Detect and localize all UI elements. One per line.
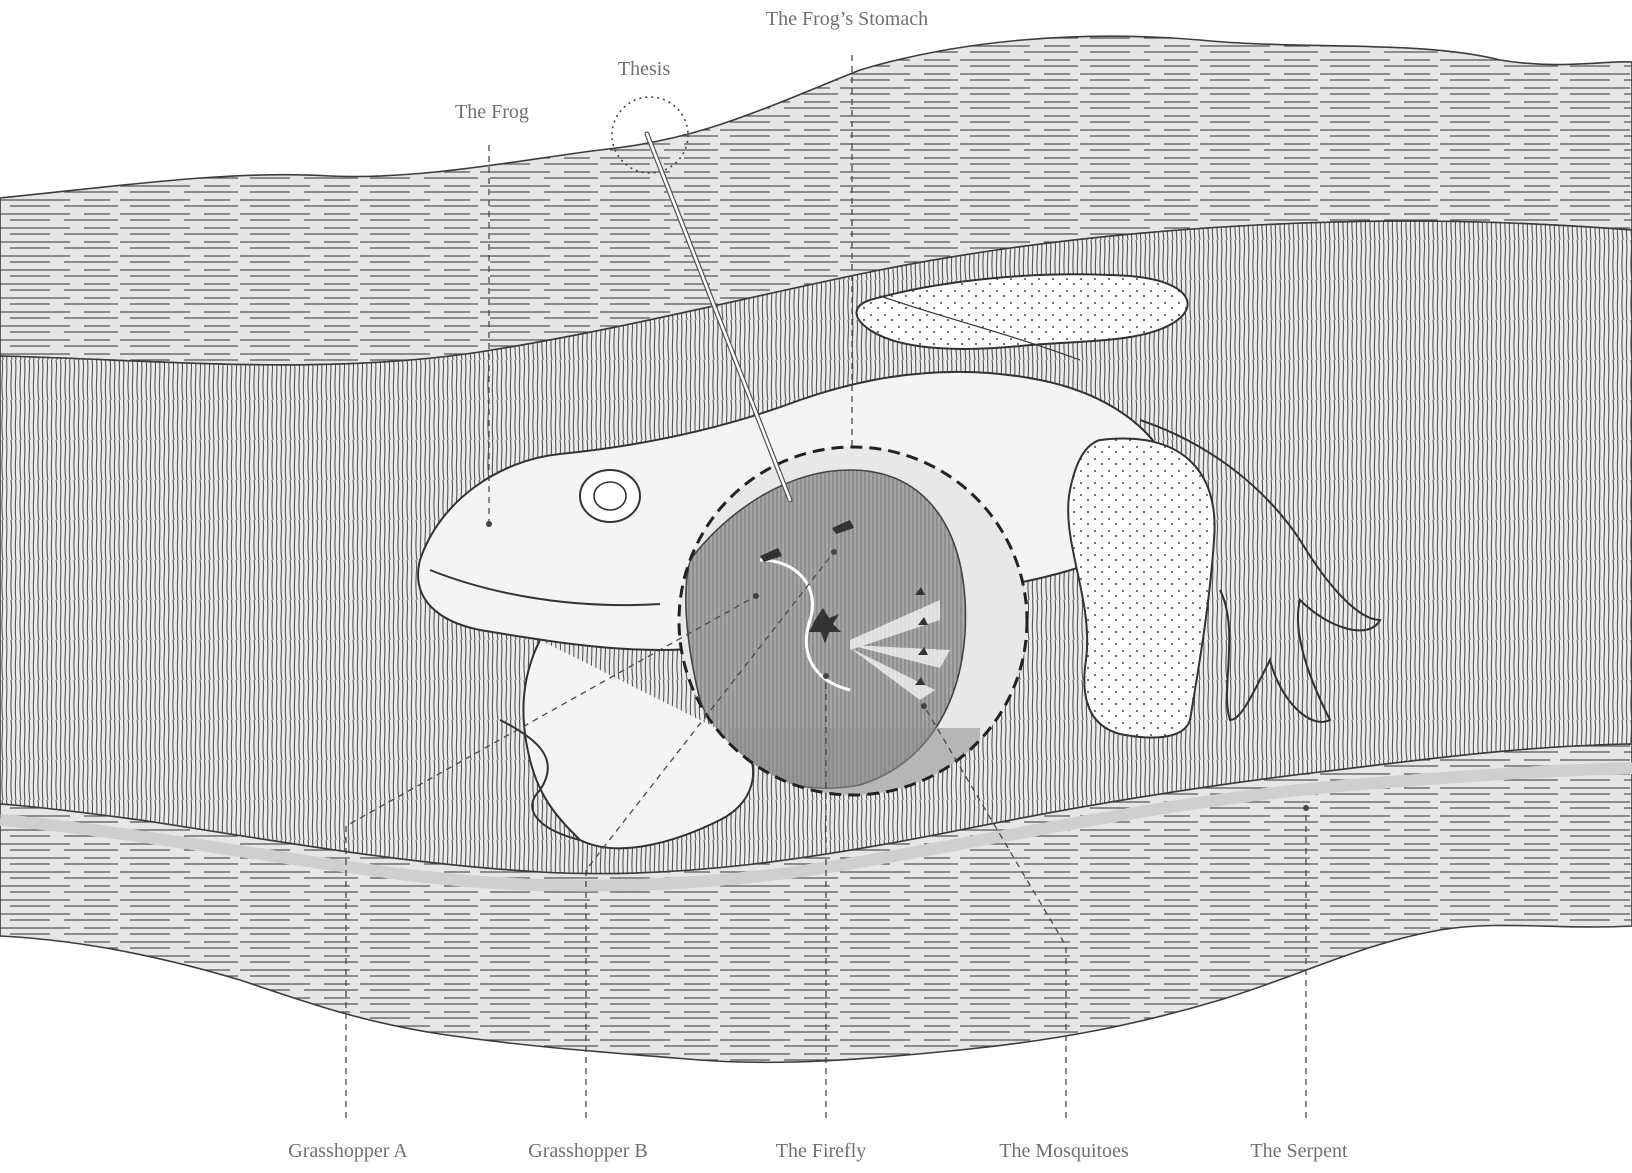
label-thesis: Thesis — [618, 58, 670, 81]
label-frogs-stomach: The Frog’s Stomach — [766, 8, 928, 31]
label-the-frog: The Frog — [455, 101, 529, 124]
label-grasshopper-a: Grasshopper A — [288, 1140, 407, 1163]
label-grasshopper-b: Grasshopper B — [528, 1140, 647, 1163]
label-the-mosquitoes: The Mosquitoes — [999, 1140, 1128, 1163]
label-the-serpent: The Serpent — [1250, 1140, 1347, 1163]
label-the-firefly: The Firefly — [776, 1140, 867, 1163]
leader-dot-frog — [486, 521, 492, 527]
